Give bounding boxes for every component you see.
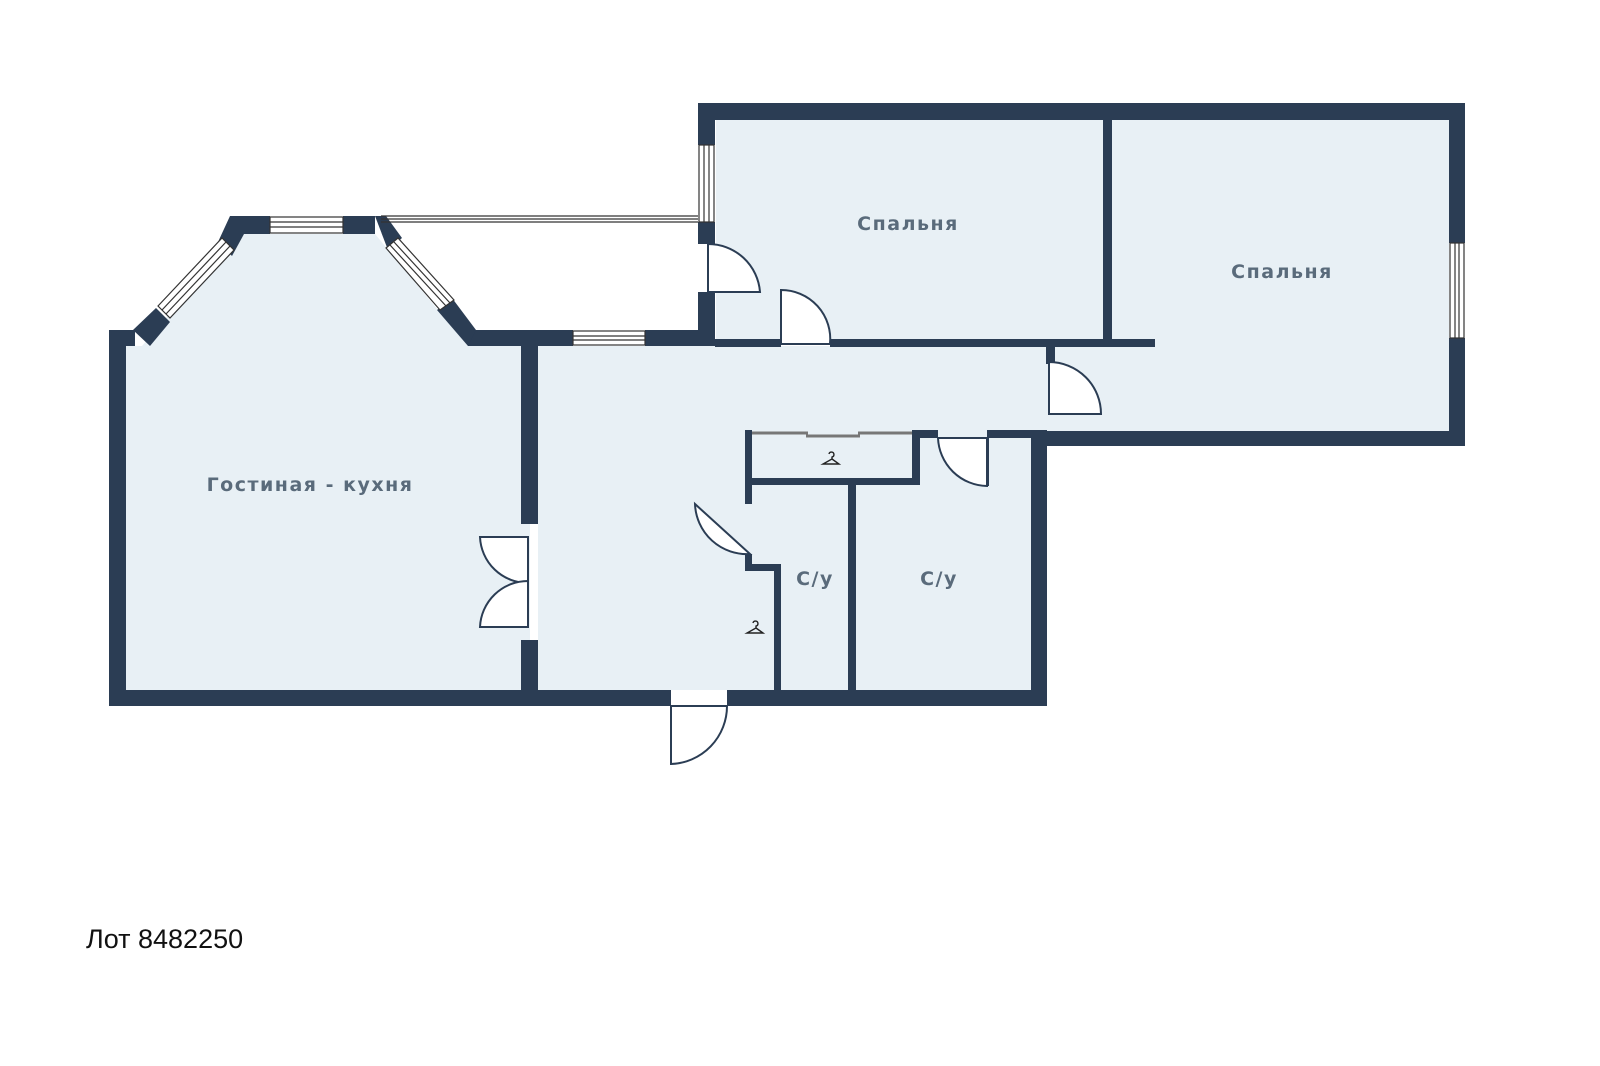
wall-wardrobe-left [745,430,752,504]
room-label-bedroom-1: Спальня [857,213,959,235]
window-bedroom1-left [698,144,715,223]
wall-wardrobe-bottom [745,478,920,485]
floor-bedroom-2 [1112,120,1449,431]
door-bathroom-1[interactable] [693,501,753,556]
door-bathroom-2[interactable] [936,437,988,488]
wall-top-segment-b [645,330,715,346]
window-bedroom2-right [1449,242,1465,339]
wall-bedroom1-bottom-a [715,339,781,347]
window-bay-right [385,237,455,311]
room-label-bathroom-1: С/у [796,568,834,590]
wardrobe-sliding-doors [752,431,912,438]
wall-partition-lower [521,640,538,706]
room-label-living-kitchen: Гостиная - кухня [207,474,414,496]
hanger-icon [744,620,766,634]
wall-bottom-right [727,690,1047,706]
wall-hall-right-lower [1031,432,1047,706]
wall-top-bedrooms [698,103,1465,120]
wall-bedroom1-left-mid [698,222,715,244]
door-living-lower[interactable] [478,579,529,628]
wall-bath1-left-jamb [745,554,752,570]
wall-bay-top-b [343,216,375,234]
wall-bath2-top [987,430,1047,438]
floor-living-kitchen [126,234,530,690]
floor-wardrobe [752,432,912,478]
wall-hall-right-stub [1046,346,1055,364]
lot-number: Лот 8482250 [86,924,244,954]
wall-bedroom2-right-upper [1449,103,1465,243]
wall-bath-divider [848,485,856,690]
wall-living-top-stub [109,330,135,346]
windows [157,144,1465,346]
wall-bedroom1-bottom-b [830,339,1155,347]
wall-bedroom2-right-lower [1449,338,1465,446]
doors[interactable] [478,242,1103,766]
walls [109,103,1465,706]
wall-bedroom1-left-lower [698,292,715,346]
wall-bath1-left [774,564,781,690]
wall-top-segment-a [468,330,573,346]
wall-partition-upper [521,346,538,524]
wall-bay-right-lower [437,298,476,346]
wall-wardrobe-right [912,430,920,485]
wall-bay-left-lower [133,308,170,346]
wall-bath1-left-top [745,564,781,571]
door-entrance[interactable] [670,705,729,766]
floor-hall [538,346,1046,690]
door-bedroom-2[interactable] [1048,360,1103,415]
wall-bedroom-divider [1103,120,1112,346]
window-bay-top [269,216,344,234]
wall-bedroom1-left-upper [698,103,715,145]
window-bay-left [157,237,235,319]
wall-living-left [109,330,126,706]
room-label-bedroom-2: Спальня [1231,261,1333,283]
wall-bottom-main [109,690,671,706]
hanger-icon [820,451,842,465]
wall-bay-top-a [230,216,270,234]
wall-bedroom2-bottom [1046,431,1465,446]
room-label-bathroom-2: С/у [920,568,958,590]
door-bedroom-1[interactable] [780,288,832,345]
door-balcony[interactable] [707,242,762,293]
window-hall-top [572,330,646,346]
wall-wardrobe-top-right [912,430,938,438]
balcony-glazing [381,215,698,223]
floors [126,120,1449,690]
